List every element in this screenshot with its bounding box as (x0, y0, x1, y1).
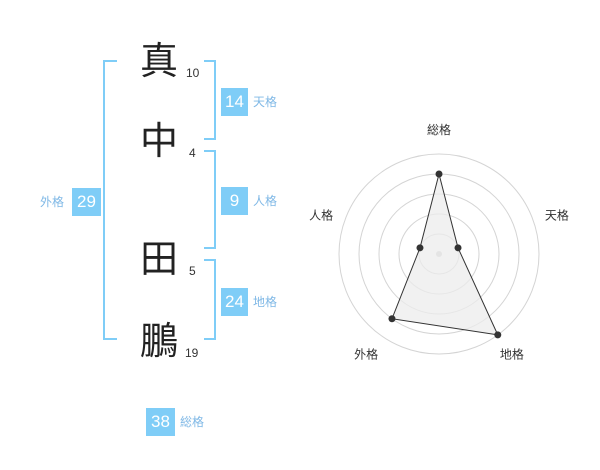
tenkaku-bracket (204, 60, 216, 140)
jinkaku-bracket (204, 150, 216, 249)
gaikaku-bracket (103, 60, 117, 340)
radar-axis-label: 天格 (545, 208, 569, 223)
radar-point (454, 244, 462, 252)
soukaku-label: 総格 (180, 415, 205, 429)
radar-axis-label: 総格 (427, 122, 451, 137)
name-char-3: 田 (140, 237, 179, 281)
radar-point (494, 331, 502, 339)
tenkaku-label: 天格 (253, 95, 278, 109)
stroke-count-2: 4 (189, 146, 196, 160)
radar-point (435, 170, 443, 178)
radar-axis-label: 地格 (500, 346, 524, 361)
radar-axis-label: 外格 (354, 346, 378, 361)
radar-point (388, 315, 396, 323)
radar-shape (391, 173, 499, 336)
gaikaku-label: 外格 (40, 195, 65, 209)
chikaku-bracket (204, 259, 216, 340)
name-char-2: 中 (140, 119, 179, 163)
chikaku-label: 地格 (253, 295, 278, 309)
name-char-1: 真 (140, 39, 179, 83)
jinkaku-value: 9 (221, 187, 248, 215)
stroke-count-3: 5 (189, 264, 196, 278)
stroke-count-1: 10 (186, 66, 200, 80)
radar-grid-ring (338, 153, 540, 355)
radar-point (416, 244, 424, 252)
chikaku-value: 24 (221, 288, 248, 316)
tenkaku-value: 14 (221, 88, 248, 116)
soukaku-value: 38 (146, 408, 175, 436)
gaikaku-value: 29 (72, 188, 101, 216)
jinkaku-label: 人格 (253, 194, 278, 208)
stroke-count-4: 19 (185, 346, 199, 360)
name-char-4: 鵬 (140, 319, 179, 363)
radar-axis-label: 人格 (309, 208, 333, 223)
